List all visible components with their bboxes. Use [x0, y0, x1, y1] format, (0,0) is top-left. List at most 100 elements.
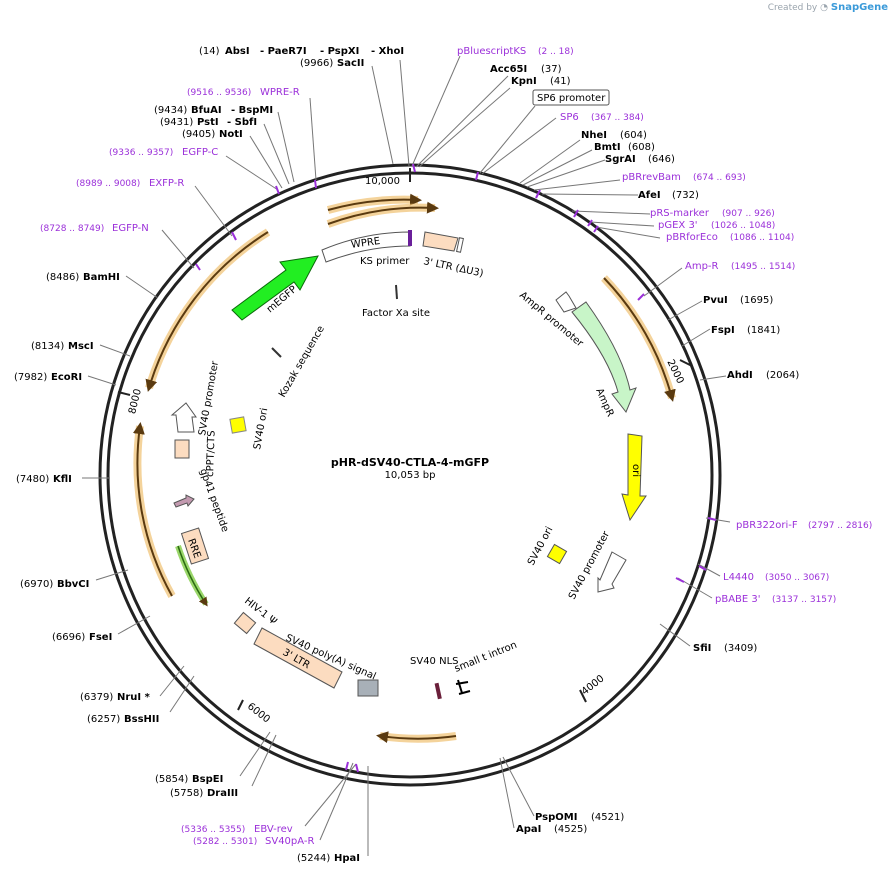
site-sgrai: SgrAI [605, 154, 636, 165]
site-bmti-pos: (608) [628, 142, 655, 153]
site-bspmi: - BspMI [231, 105, 273, 116]
primer-pbrrevbam-range: (674 .. 693) [693, 173, 746, 183]
small-t-intron-marker [455, 679, 471, 695]
feature-label-small-t: small t intron [453, 640, 519, 675]
site-bsshii: BssHII [124, 714, 159, 725]
site-ahdi-pos: (2064) [766, 370, 799, 381]
site-bmti: BmtI [594, 142, 621, 153]
kozak-marker [271, 347, 282, 358]
cppt-box [174, 439, 190, 459]
site-absi: AbsI [225, 46, 250, 57]
site-psti: PstI [197, 117, 219, 128]
primer-ebv-rev: EBV-rev [254, 824, 293, 835]
primer-pbrforeco: pBRforEco [666, 232, 718, 243]
ruler-label-8000: 8000 [127, 388, 144, 415]
site-kfli-pos: (7480) [16, 474, 49, 485]
primer-egfp-c-range: (9336 .. 9357) [109, 148, 173, 158]
created-by-text: Created by [767, 3, 818, 13]
primer-pbluescriptks-range: (2 .. 18) [538, 47, 574, 57]
site-nrui: NruI * [117, 692, 151, 703]
plasmid-size: 10,053 bp [385, 470, 436, 481]
site-draiii-pos: (5758) [170, 788, 203, 799]
sv40-nls-marker [434, 682, 442, 700]
site-fsei: FseI [89, 632, 112, 643]
sv40-promoter-arrow-right [597, 551, 627, 593]
site-sfii: SfiI [693, 643, 711, 654]
feature-label-cppt: cPPT/CTS [205, 430, 218, 477]
site-noti: NotI [219, 129, 243, 140]
site-apai: ApaI [516, 824, 541, 835]
rre-box [180, 527, 210, 565]
feature-label-sv40-nls: SV40 NLS [410, 656, 459, 667]
site-hpai: HpaI [334, 853, 360, 864]
primer-l4440: L4440 [723, 572, 754, 583]
primer-pgex3-range: (1026 .. 1048) [711, 221, 775, 231]
site-kfli: KflI [53, 474, 72, 485]
site-kpni: KpnI [511, 76, 537, 87]
site-fsei-pos: (6696) [52, 632, 85, 643]
snapgene-watermark: Created by ◔ SnapGene [768, 2, 888, 13]
site-hpai-pos: (5244) [297, 853, 330, 864]
site-msci: MscI [68, 341, 94, 352]
primer-pbabe3: pBABE 3' [715, 594, 761, 605]
site-sbfi: - SbfI [227, 117, 257, 128]
primer-exfp-r-range: (8989 .. 9008) [76, 179, 140, 189]
ltr-3-marker [455, 237, 465, 253]
backbone-outer-ring [98, 163, 722, 787]
ruler-label-6000: 6000 [245, 701, 272, 725]
site-fspi: FspI [711, 325, 735, 336]
primer-labels: pBluescriptKS (2 .. 18) SP6 (367 .. 384)… [40, 46, 872, 847]
ampr-promoter-arrow [555, 291, 577, 313]
primer-ticks [195, 163, 717, 773]
leader-lines [82, 55, 731, 856]
primer-pbrrevbam: pBRrevBam [622, 172, 681, 183]
snapgene-brand: SnapGene [830, 2, 888, 13]
primer-pbluescriptks: pBluescriptKS [457, 46, 526, 57]
gp41-arrow [173, 494, 195, 508]
snapgene-logo-icon: ◔ [820, 3, 828, 13]
sv40-ori-box-right [546, 543, 568, 565]
feature-label-wpre: WPRE [350, 236, 380, 251]
site-bfuai-pos: (9434) [154, 105, 187, 116]
site-ahdi: AhdI [727, 370, 753, 381]
primer-sv40pa-r: SV40pA-R [265, 836, 314, 847]
features [170, 230, 647, 700]
ampr-feature [571, 301, 637, 413]
site-pspxi: - PspXI [320, 46, 359, 57]
site-sacii: SacII [337, 58, 364, 69]
primer-egfp-c: EGFP-C [182, 147, 218, 158]
sv40-ori-box-left [229, 416, 247, 434]
primer-prs-marker-range: (907 .. 926) [722, 209, 775, 219]
site-pvui-pos: (1695) [740, 295, 773, 306]
ruler-label-4000: 4000 [580, 673, 607, 697]
site-fspi-pos: (1841) [747, 325, 780, 336]
site-afei-pos: (732) [672, 190, 699, 201]
site-afei: AfeI [638, 190, 661, 201]
site-draiii: DraIII [207, 788, 238, 799]
feature-label-ori: ori [630, 464, 641, 477]
site-absi-pos: (14) [199, 46, 220, 57]
site-bfuai: BfuAI [191, 105, 222, 116]
site-psti-pos: (9431) [160, 117, 193, 128]
primer-sp6: SP6 [560, 112, 579, 123]
site-msci-pos: (8134) [31, 341, 64, 352]
feature-label-ampr-promoter: AmpR promoter [517, 290, 586, 350]
feature-label-sv40-ori-left: SV40 ori [252, 407, 270, 450]
site-sacii-pos: (9966) [300, 58, 333, 69]
feature-label-sv40-ori-right: SV40 ori [526, 525, 555, 567]
primer-egfp-n-range: (8728 .. 8749) [40, 224, 104, 234]
primer-exfp-r: EXFP-R [149, 178, 184, 189]
ltr-3-feature [253, 627, 343, 689]
primer-amp-r: Amp-R [685, 261, 719, 272]
site-labels: (14) AbsI - PaeR7I - PspXI - XhoI (9966)… [14, 46, 799, 864]
sv40-promoter-arrow-left [170, 402, 197, 433]
primer-wpre-r: WPRE-R [260, 87, 300, 98]
polya-box [357, 679, 379, 697]
primer-pbr322ori-f: pBR322ori-F [736, 520, 798, 531]
site-pspomi-pos: (4521) [591, 812, 624, 823]
site-pvui: PvuI [703, 295, 728, 306]
feature-label-ampr: AmpR [593, 387, 615, 419]
ori-feature [621, 433, 647, 522]
site-bspei: BspEI [192, 774, 223, 785]
feature-label-factor-xa: Factor Xa site [362, 308, 430, 319]
